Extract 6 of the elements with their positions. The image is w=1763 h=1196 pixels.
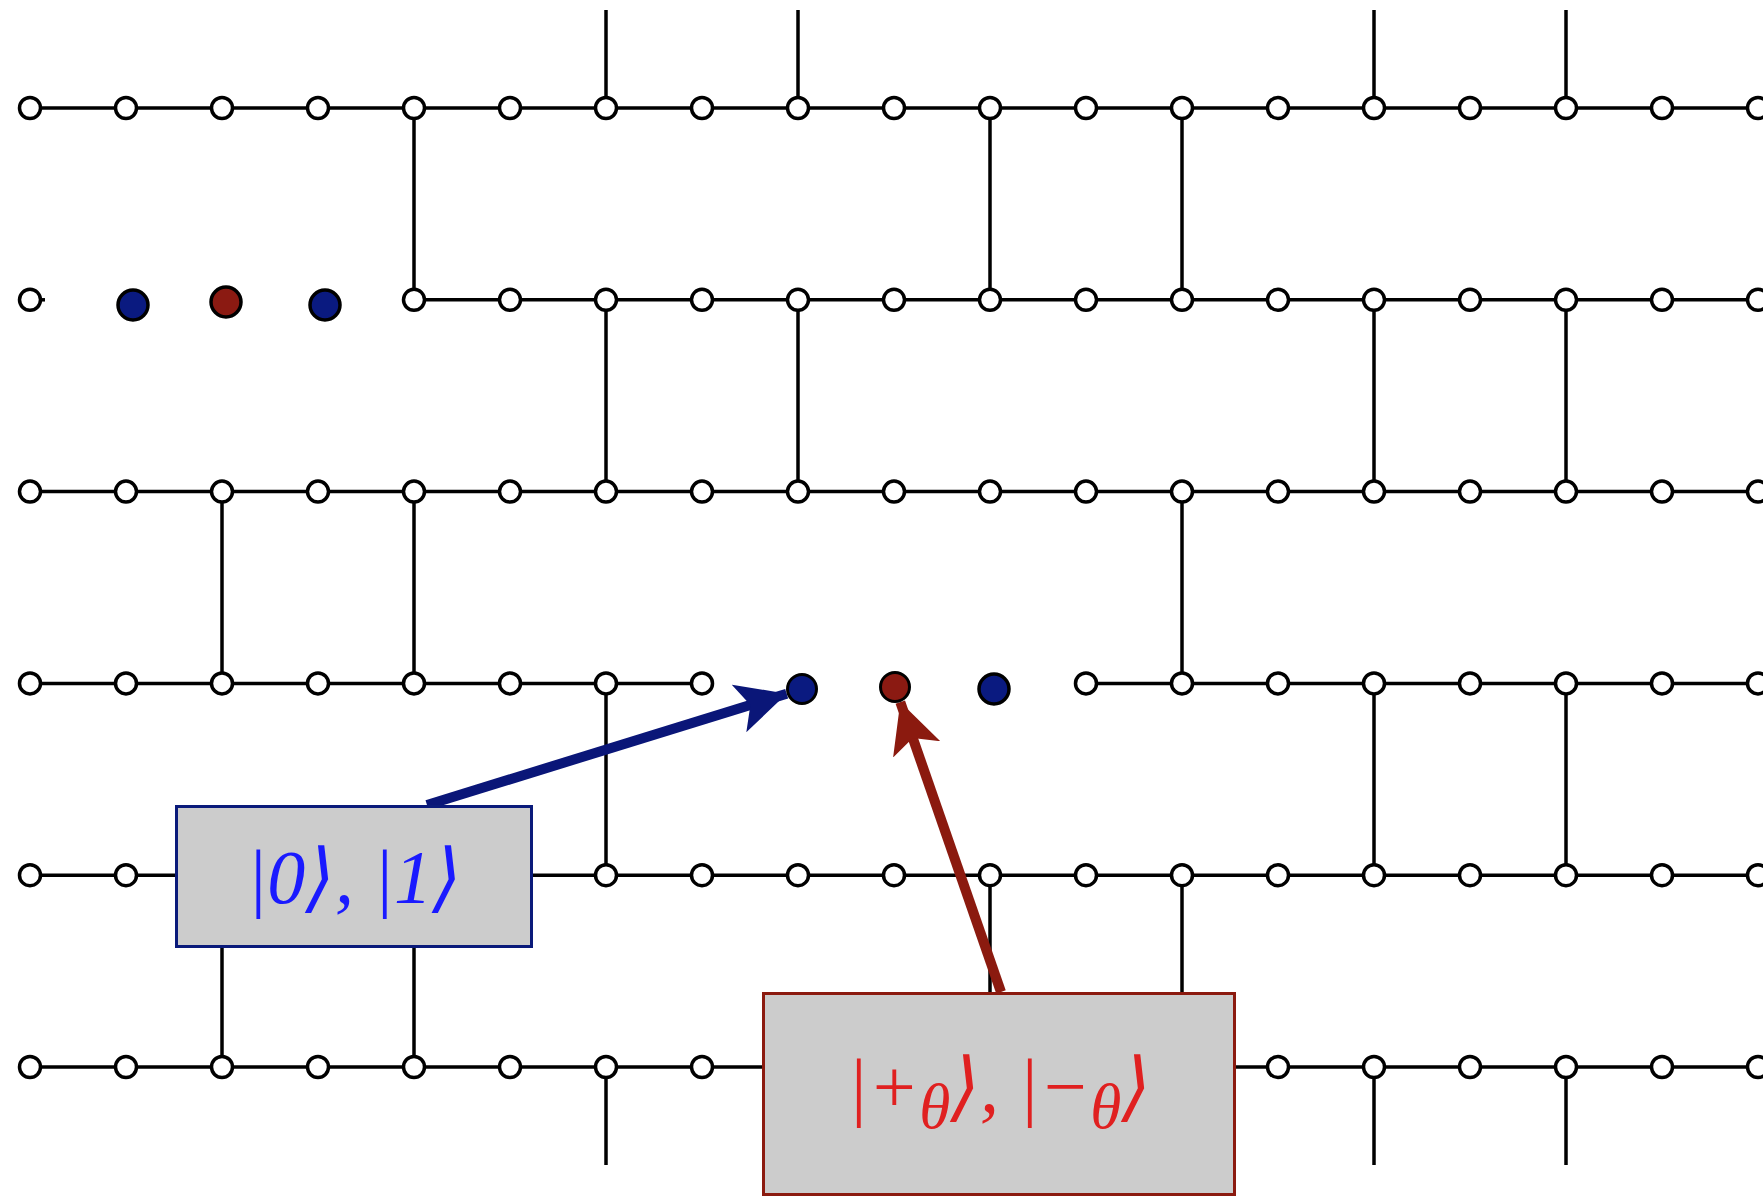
state-label-box xyxy=(175,805,533,948)
arrow xyxy=(893,700,1006,994)
state-label: |+$_{θ}$⟩, |−$_{θ}$⟩ xyxy=(847,1048,1151,1140)
qubit-dot xyxy=(879,671,911,703)
qubit-dot xyxy=(786,673,818,705)
state-label-box xyxy=(762,992,1236,1196)
